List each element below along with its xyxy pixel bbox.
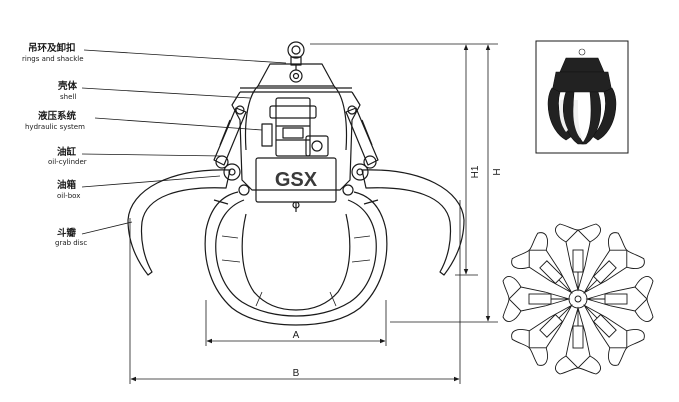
leader-oil-cylinder — [81, 153, 223, 157]
shell — [231, 63, 361, 191]
gsx-logo: GSX — [275, 169, 318, 191]
leader-grab-disc — [81, 221, 133, 235]
leader-hydraulic-system — [94, 117, 263, 131]
lifting-ring — [287, 41, 305, 83]
leader-oil-box — [81, 175, 221, 188]
dimension-h-label: H — [492, 168, 503, 175]
outer-grab-discs — [127, 169, 465, 276]
leader-rings-shackle — [83, 49, 287, 64]
oil-cylinders — [213, 105, 379, 196]
label-oil-cylinder: 油缸 oil-cylinder — [48, 146, 87, 166]
grab-front-view — [127, 41, 465, 326]
dimension-h1-label: H1 — [470, 165, 481, 178]
dimension-lines — [129, 43, 498, 384]
leader-shell — [81, 87, 251, 99]
grab-top-view — [502, 223, 654, 375]
label-hydraulic-system: 液压系统 hydraulic system — [25, 110, 85, 131]
hydraulic-system — [261, 97, 329, 157]
jaw-ribs — [221, 235, 371, 307]
label-shell-zh: 壳体 — [57, 80, 78, 92]
label-rings-shackle: 吊环及卸扣 rings and shackle — [22, 42, 84, 63]
top-view-petal — [555, 223, 601, 292]
oil-box — [255, 157, 337, 212]
label-oil-box-zh: 油箱 — [57, 179, 77, 191]
label-rings-shackle-en: rings and shackle — [22, 55, 84, 63]
label-shell: 壳体 shell — [57, 80, 78, 101]
leader-lines — [81, 49, 287, 235]
label-oil-cylinder-en: oil-cylinder — [48, 158, 87, 166]
label-oil-box-en: oil-box — [57, 192, 80, 200]
dimension-a-label: A — [293, 330, 300, 341]
label-shell-en: shell — [60, 93, 76, 101]
dimension-b-label: B — [293, 368, 300, 379]
label-oil-box: 油箱 oil-box — [57, 179, 80, 200]
grab-photo-inset — [535, 40, 629, 154]
label-grab-disc-en: grab disc — [55, 239, 87, 247]
grab-photo-highlights — [559, 100, 582, 138]
label-grab-disc: 斗瓣 grab disc — [55, 227, 87, 247]
label-hydraulic-system-en: hydraulic system — [25, 123, 85, 131]
label-oil-cylinder-zh: 油缸 — [57, 146, 77, 158]
inner-grab-discs — [204, 191, 388, 326]
label-grab-disc-zh: 斗瓣 — [57, 227, 77, 239]
label-rings-shackle-zh: 吊环及卸扣 — [28, 42, 76, 54]
label-hydraulic-system-zh: 液压系统 — [38, 110, 77, 122]
